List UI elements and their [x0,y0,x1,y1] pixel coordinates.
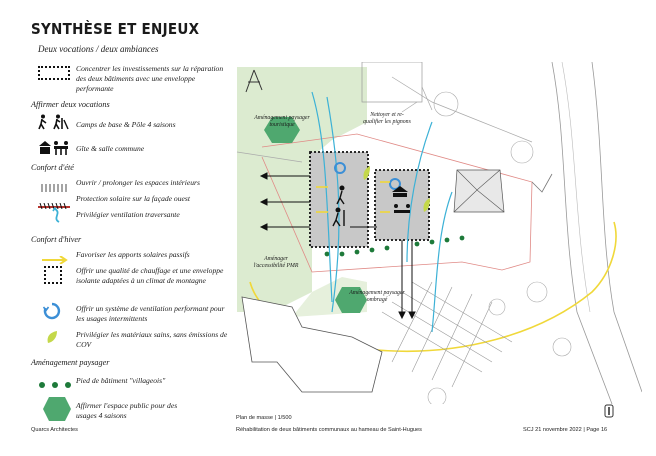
hexagon-icon [42,396,72,427]
church-building [241,296,383,393]
label-nettoyer: Nettoyer et re-qualifier les pignons [363,112,411,125]
ventilation-cycle-2 [389,178,401,190]
hexagon-ombrage [335,287,367,313]
label-ombrage: Aménagement paysager ombragé [349,290,405,303]
neighbor-building-top [361,62,423,103]
label-pmr: Aménager l'accessibilité PMR [253,256,299,269]
building-gite [374,169,430,241]
hiker-icon [38,114,70,135]
legend-protection: Protection solaire sur la façade ouest [76,194,190,203]
section-vocations: Affirmer deux vocations [31,100,110,109]
legend-concentrate: Concentrer les investissements sur la ré… [76,64,224,93]
ventilation-cycle-icon [42,302,61,325]
section-hiver: Confort d'hiver [31,235,82,244]
open-spaces-icon [40,179,70,197]
legend-ouvrir: Ouvrir / prolonger les espaces intérieur… [76,178,200,187]
footer-project: Réhabilitation de deux bâtiments communa… [236,427,422,433]
leaf-1 [363,166,370,180]
legend-apports: Favoriser les apports solaires passifs [76,250,190,259]
legend-pied: Pied de bâtiment "villageois" [76,376,166,385]
pied-dots [324,235,465,257]
footer-date-page: SCJ 21 novembre 2022 | Page 16 [523,427,608,433]
legend-ventilation-traversante: Privilégier ventilation traversante [76,210,180,219]
legend-gite: Gîte & salle commune [76,144,145,153]
legend-chauffage: Offrir une qualité de chauffage et une e… [76,266,224,285]
solar-protection-icon [38,196,70,214]
site-plan [236,62,642,404]
legend-camps: Camps de base & Pôle 4 saisons [76,120,176,129]
leaf-icon [46,330,58,349]
footer-company: Quarcs Architectes [31,427,78,433]
legend-espace-public: Affirmer l'espace public pour des usages… [76,401,178,420]
road [551,62,642,404]
solar-arrows [316,181,390,213]
page-subtitle: Deux vocations / deux ambiances [38,44,159,54]
open-arrows [259,172,416,320]
section-ete: Confort d'été [31,163,74,172]
leaf-2 [423,198,430,212]
legend-ventilation-perf: Offrir un système de ventilation perform… [76,304,225,323]
page-title: SYNTHÈSE ET ENJEUX [31,20,200,38]
angle-symbol [531,173,553,193]
north-symbol [245,69,263,93]
label-touristique: Aménagement paysager touristique [254,115,310,128]
camps-pictograms [332,185,345,227]
gite-icon [38,140,70,161]
plan-scale: Plan de masse | 1/500 [236,415,292,421]
green-dots-icon [38,376,72,394]
dotted-rectangle-icon [38,66,70,80]
cross-ventilation-icon [50,206,64,228]
legend-materiaux: Privilégier les matériaux sains, sans ém… [76,330,228,349]
solar-arrow-icon [42,251,68,269]
dashed-square-icon [44,266,62,284]
ventilation-cycle-1 [334,162,346,174]
gite-pictograms [392,186,410,213]
scale-symbol-icon [604,404,614,423]
hexagon-touristique [264,117,300,143]
trees [427,91,572,404]
section-paysager: Aménagement paysager [31,358,110,367]
site-lines [236,76,533,163]
